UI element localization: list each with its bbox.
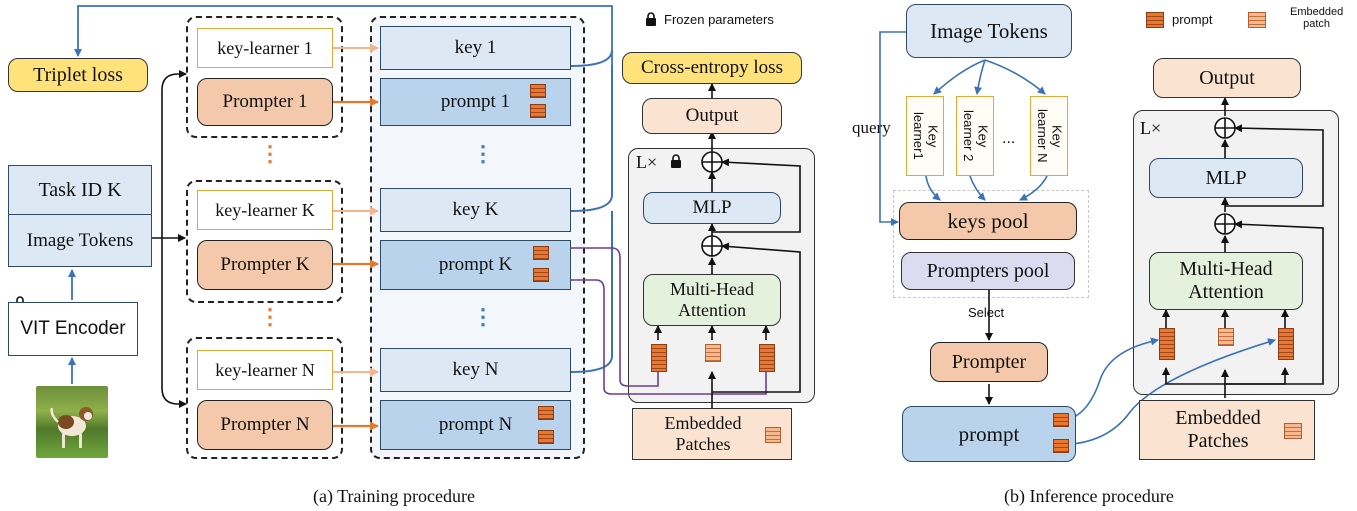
embedded-patches-b-label: Embedded Patches bbox=[1175, 407, 1261, 452]
select-label: Select bbox=[968, 305, 1005, 320]
prompt-token-icon bbox=[533, 268, 549, 282]
vertical-ellipsis: ⋮ bbox=[472, 304, 494, 329]
embedded-patches-a-label: Embedded Patches bbox=[664, 413, 742, 454]
embedded-patches-a: Embedded Patches bbox=[632, 408, 792, 460]
prompt-legend-icon bbox=[1146, 12, 1164, 28]
legend-embedded: Embedded patch bbox=[1290, 6, 1344, 30]
key-learner-v1: Key learner1 bbox=[906, 96, 944, 176]
pool-region bbox=[893, 190, 1089, 298]
prompter-b: Prompter bbox=[930, 342, 1048, 382]
legend-prompt: prompt bbox=[1172, 12, 1213, 27]
key-1: key 1 bbox=[380, 26, 571, 70]
prompt-b-label: prompt bbox=[958, 421, 1020, 446]
image-tokens-a: Image Tokens bbox=[8, 215, 152, 267]
key-learner-1: key-learner 1 bbox=[197, 28, 333, 68]
mha-b: Multi-Head Attention bbox=[1149, 252, 1303, 310]
learner-group-n bbox=[186, 337, 343, 459]
patch-token-icon bbox=[651, 344, 667, 372]
patch-token-icon bbox=[1218, 328, 1234, 346]
key-learner-v1-label: Key learner1 bbox=[911, 112, 941, 160]
prompter-k: Prompter K bbox=[197, 240, 333, 290]
mlp-a: MLP bbox=[643, 192, 781, 224]
mha-a: Multi-Head Attention bbox=[643, 274, 781, 326]
query-label: query bbox=[852, 118, 891, 137]
key-k: key K bbox=[380, 188, 571, 232]
lock-icon bbox=[645, 12, 657, 31]
patch-token-icon bbox=[705, 344, 721, 362]
learner-group-k bbox=[186, 180, 343, 303]
prompt-token-icon bbox=[530, 104, 546, 118]
vertical-ellipsis: ⋮ bbox=[259, 304, 281, 329]
prompt-token-icon bbox=[1053, 439, 1069, 453]
prompters-pool: Prompters pool bbox=[901, 252, 1075, 290]
prompter-n: Prompter N bbox=[197, 400, 333, 450]
vertical-ellipsis: ⋮ bbox=[259, 141, 281, 166]
key-learner-v2: Key learner 2 bbox=[956, 96, 994, 176]
vit-encoder: VIT Encoder bbox=[8, 302, 138, 356]
embedded-patches-b: Embedded Patches bbox=[1139, 400, 1315, 460]
prompt-token-icon bbox=[533, 246, 549, 260]
prompt-token-icon bbox=[1053, 413, 1069, 427]
patch-token-icon bbox=[1159, 328, 1175, 360]
mlp-b: MLP bbox=[1149, 158, 1303, 198]
patch-token-icon bbox=[1278, 328, 1294, 360]
key-learner-v2-label: Key learner 2 bbox=[961, 110, 991, 162]
lock-icon bbox=[670, 154, 682, 173]
output-a: Output bbox=[642, 98, 782, 134]
plus-icon bbox=[701, 117, 1236, 257]
key-learner-k: key-learner K bbox=[197, 190, 333, 230]
key-n: key N bbox=[380, 348, 571, 392]
prompter-1: Prompter 1 bbox=[197, 78, 333, 126]
caption-a: (a) Training procedure bbox=[313, 486, 475, 506]
image-tokens-b: Image Tokens bbox=[906, 4, 1072, 58]
triplet-loss: Triplet loss bbox=[8, 58, 148, 92]
prompt-b: prompt bbox=[902, 406, 1076, 462]
caption-b: (b) Inference procedure bbox=[1004, 486, 1174, 506]
cross-entropy-loss: Cross-entropy loss bbox=[622, 52, 802, 84]
lx-label-b: L× bbox=[1140, 118, 1162, 138]
embedded-token-icon bbox=[765, 427, 781, 443]
embedded-legend-icon bbox=[1248, 12, 1266, 28]
task-id: Task ID K bbox=[8, 165, 152, 215]
key-learner-vn-label: Key learner N bbox=[1035, 109, 1065, 163]
embedded-token-icon bbox=[1284, 423, 1302, 439]
lx-label-a: L× bbox=[636, 152, 658, 172]
dog-image bbox=[36, 386, 108, 458]
prompt-token-icon bbox=[538, 430, 554, 444]
patch-token-icon bbox=[759, 344, 775, 372]
key-learner-vn: Key learner N bbox=[1030, 96, 1068, 176]
output-b: Output bbox=[1153, 58, 1301, 98]
learner-group-1 bbox=[186, 16, 343, 138]
prompt-token-icon bbox=[538, 406, 554, 420]
ellipsis: ... bbox=[1002, 130, 1016, 147]
legend-frozen: Frozen parameters bbox=[664, 12, 774, 27]
key-learner-n: key-learner N bbox=[197, 350, 333, 390]
prompt-token-icon bbox=[530, 84, 546, 98]
keys-pool: keys pool bbox=[899, 202, 1077, 240]
vertical-ellipsis: ⋮ bbox=[472, 141, 494, 166]
